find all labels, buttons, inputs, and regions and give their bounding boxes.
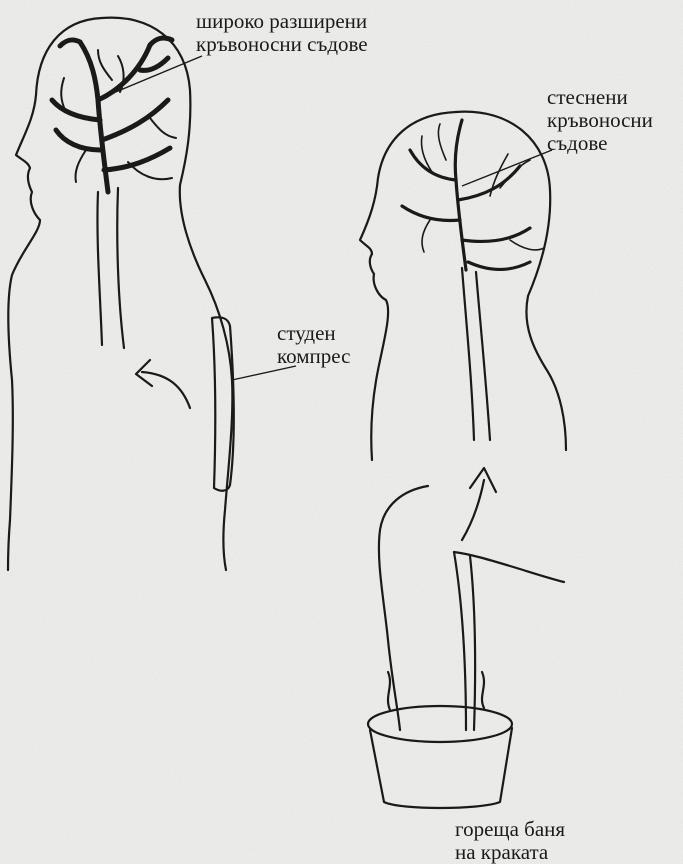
label-constricted-vessels: стеснени кръвоносни съдове [547, 86, 653, 155]
label-hot-line-2: на краката [455, 841, 565, 864]
label-cold-line-1: студен [277, 322, 350, 345]
label-hot-line-1: гореща баня [455, 818, 565, 841]
label-dilated-line-2: кръвоносни съдове [196, 33, 368, 56]
label-cold-compress: студен компрес [277, 322, 350, 368]
label-dilated-vessels: широко разширени кръвоносни съдове [196, 10, 368, 56]
label-dilated-line-1: широко разширени [196, 10, 368, 33]
label-constricted-line-1: стеснени [547, 86, 653, 109]
label-hot-foot-bath: гореща баня на краката [455, 818, 565, 864]
label-cold-line-2: компрес [277, 345, 350, 368]
label-constricted-line-2: кръвоносни [547, 109, 653, 132]
label-constricted-line-3: съдове [547, 132, 653, 155]
